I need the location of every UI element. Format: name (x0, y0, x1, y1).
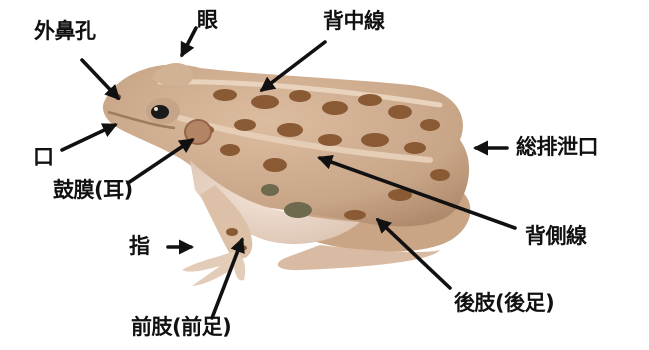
arrow-eye (182, 28, 196, 55)
label-tympanum: 鼓膜(耳) (53, 180, 133, 201)
arrow-nostril (82, 60, 118, 98)
label-mouth: 口 (33, 147, 54, 168)
label-dorsolateral-line: 背側線 (525, 226, 587, 247)
arrow-mouth (62, 125, 115, 150)
arrow-fore-limb (212, 240, 242, 318)
eye-pupil-icon (151, 105, 169, 119)
label-cloaca: 総排泄口 (516, 137, 598, 158)
label-fore-limb: 前肢(前足) (131, 317, 231, 338)
label-nostril: 外鼻孔 (34, 21, 96, 42)
label-hind-limb: 後肢(後足) (454, 293, 554, 314)
eye-highlight (154, 107, 158, 111)
label-eye: 眼 (197, 10, 218, 31)
label-dorsal-line: 背中線 (323, 11, 385, 32)
label-finger: 指 (129, 236, 150, 257)
